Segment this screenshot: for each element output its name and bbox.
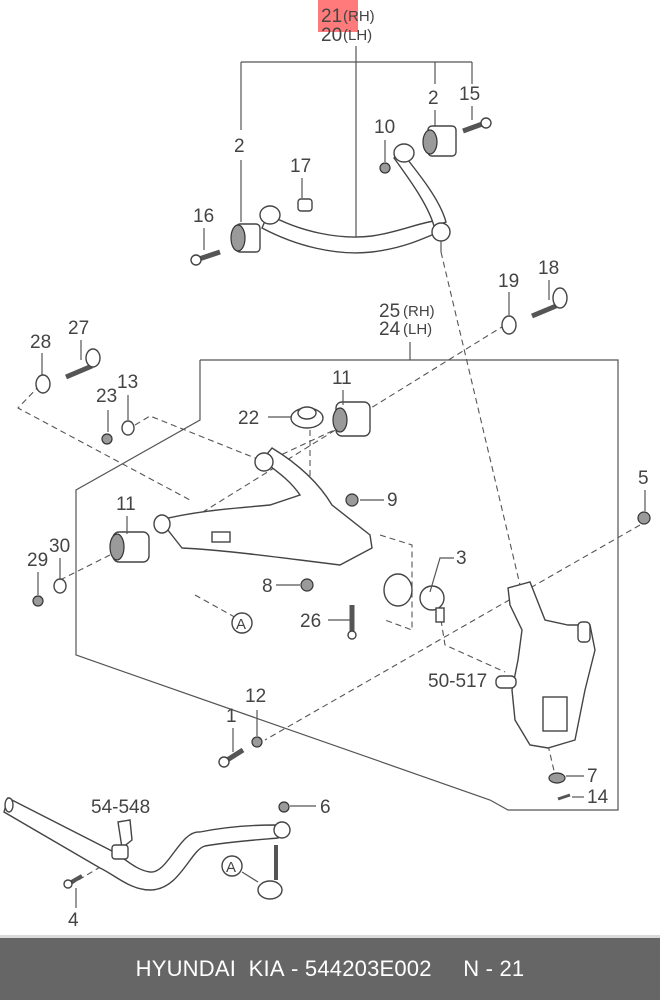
upper-arm-assembly-label[interactable]: 21 (RH) 20 (LH) xyxy=(321,6,375,46)
callout-50-517[interactable]: 50-517 xyxy=(428,671,487,692)
stabilizer-bar[interactable] xyxy=(3,796,279,891)
bolt-27[interactable] xyxy=(65,348,101,380)
callout-4[interactable]: 4 xyxy=(68,910,79,931)
callout-13[interactable]: 13 xyxy=(117,372,138,393)
callout-14[interactable]: 14 xyxy=(587,787,609,808)
lh-label: (LH) xyxy=(343,27,372,44)
upper-control-arm[interactable] xyxy=(259,143,451,254)
stabilizer-link[interactable] xyxy=(257,821,291,900)
callout-17[interactable]: 17 xyxy=(290,156,311,177)
callout-1[interactable]: 1 xyxy=(226,706,237,727)
bolt-4[interactable] xyxy=(63,874,83,889)
callout-12[interactable]: 12 xyxy=(245,686,266,707)
callout-6[interactable]: 6 xyxy=(320,797,331,818)
bushing-2-left[interactable] xyxy=(230,223,261,253)
callout-11-lower[interactable]: 11 xyxy=(116,494,136,515)
steering-knuckle[interactable] xyxy=(507,581,596,749)
callout-16[interactable]: 16 xyxy=(193,206,214,227)
highlighted-part-marker xyxy=(318,0,358,32)
bushing-11-lower[interactable] xyxy=(109,531,150,563)
footer-part-number: 544203E002 xyxy=(304,956,432,981)
nut-29[interactable] xyxy=(32,595,44,607)
nut-10[interactable] xyxy=(379,162,391,174)
nut-12[interactable] xyxy=(251,736,263,748)
callout-26[interactable]: 26 xyxy=(300,611,321,632)
ball-joint-3[interactable] xyxy=(383,573,445,623)
callout-2-left[interactable]: 2 xyxy=(234,136,245,157)
bolt-15[interactable] xyxy=(462,117,492,134)
callout-8[interactable]: 8 xyxy=(262,576,273,597)
part-number-21[interactable]: 21 xyxy=(321,6,342,27)
bolt-16[interactable] xyxy=(190,249,221,266)
washer-19[interactable] xyxy=(501,315,517,335)
callout-27[interactable]: 27 xyxy=(68,318,89,339)
callout-23[interactable]: 23 xyxy=(96,386,117,407)
bushing-2-right[interactable] xyxy=(422,125,457,157)
bolt-1[interactable] xyxy=(218,747,245,768)
nut-8[interactable] xyxy=(300,578,314,592)
footer-gap xyxy=(432,956,464,982)
bracket-54-548[interactable] xyxy=(111,819,133,860)
callout-30[interactable]: 30 xyxy=(49,536,70,557)
callout-11-upper[interactable]: 11 xyxy=(332,368,352,389)
dashed-guide-lines xyxy=(17,251,641,886)
nut-23[interactable] xyxy=(101,433,113,445)
callout-2-right[interactable]: 2 xyxy=(428,88,439,109)
reference-marker-a-upper[interactable]: A xyxy=(231,612,253,634)
nut-9[interactable] xyxy=(345,493,359,507)
nut-7[interactable] xyxy=(548,772,566,784)
bolt-18[interactable] xyxy=(531,287,568,319)
callout-3[interactable]: 3 xyxy=(456,548,467,569)
washer-30[interactable] xyxy=(53,578,67,594)
exploded-parts-diagram: 21 (RH) 20 (LH) 2 2 15 10 17 16 xyxy=(3,6,651,931)
callout-29[interactable]: 29 xyxy=(27,550,48,571)
footer-page-ref: N - 21 xyxy=(463,956,525,981)
callout-19[interactable]: 19 xyxy=(498,271,519,292)
footer-brand: HYUNDAI KIA xyxy=(135,956,285,981)
rh-label: (RH) xyxy=(343,8,375,25)
lower-control-arm[interactable] xyxy=(153,447,373,566)
clip-50-517[interactable] xyxy=(495,675,517,689)
lower-bracket-frame xyxy=(75,342,619,811)
footer-bar: HYUNDAI KIA - 544203E002 N - 21 xyxy=(0,935,660,1000)
marker-a-text-lower: A xyxy=(226,859,236,876)
marker-a-text: A xyxy=(236,616,246,633)
washer-13[interactable] xyxy=(121,420,135,436)
lower-arm-assembly-label[interactable]: 25 (RH) 24 (LH) xyxy=(379,301,435,340)
bushing-17[interactable] xyxy=(297,198,313,212)
nut-6[interactable] xyxy=(278,801,290,813)
washer-28[interactable] xyxy=(35,374,51,394)
part-number-20[interactable]: 20 xyxy=(321,25,342,46)
callout-7[interactable]: 7 xyxy=(587,766,598,787)
reference-marker-a-lower[interactable]: A xyxy=(221,855,259,883)
callout-9[interactable]: 9 xyxy=(387,490,398,511)
bushing-11-upper[interactable] xyxy=(332,401,371,437)
callout-28[interactable]: 28 xyxy=(30,332,51,353)
lh-label-lower: (LH) xyxy=(403,321,432,338)
footer-separator: - xyxy=(284,956,305,981)
callout-15[interactable]: 15 xyxy=(459,84,480,105)
bump-stop-22[interactable] xyxy=(290,406,324,429)
rh-label-lower: (RH) xyxy=(403,303,435,320)
upper-bracket-lines xyxy=(240,46,473,240)
callout-10[interactable]: 10 xyxy=(374,117,395,138)
callout-18[interactable]: 18 xyxy=(538,258,559,279)
nut-5[interactable] xyxy=(637,511,651,525)
callout-5[interactable]: 5 xyxy=(638,468,649,489)
part-number-24[interactable]: 24 xyxy=(379,319,401,340)
part-number-25[interactable]: 25 xyxy=(379,301,400,322)
callout-54-548[interactable]: 54-548 xyxy=(91,797,150,818)
cotter-pin-14[interactable] xyxy=(557,793,571,801)
bolt-26[interactable] xyxy=(347,605,357,640)
callout-22[interactable]: 22 xyxy=(238,408,259,429)
